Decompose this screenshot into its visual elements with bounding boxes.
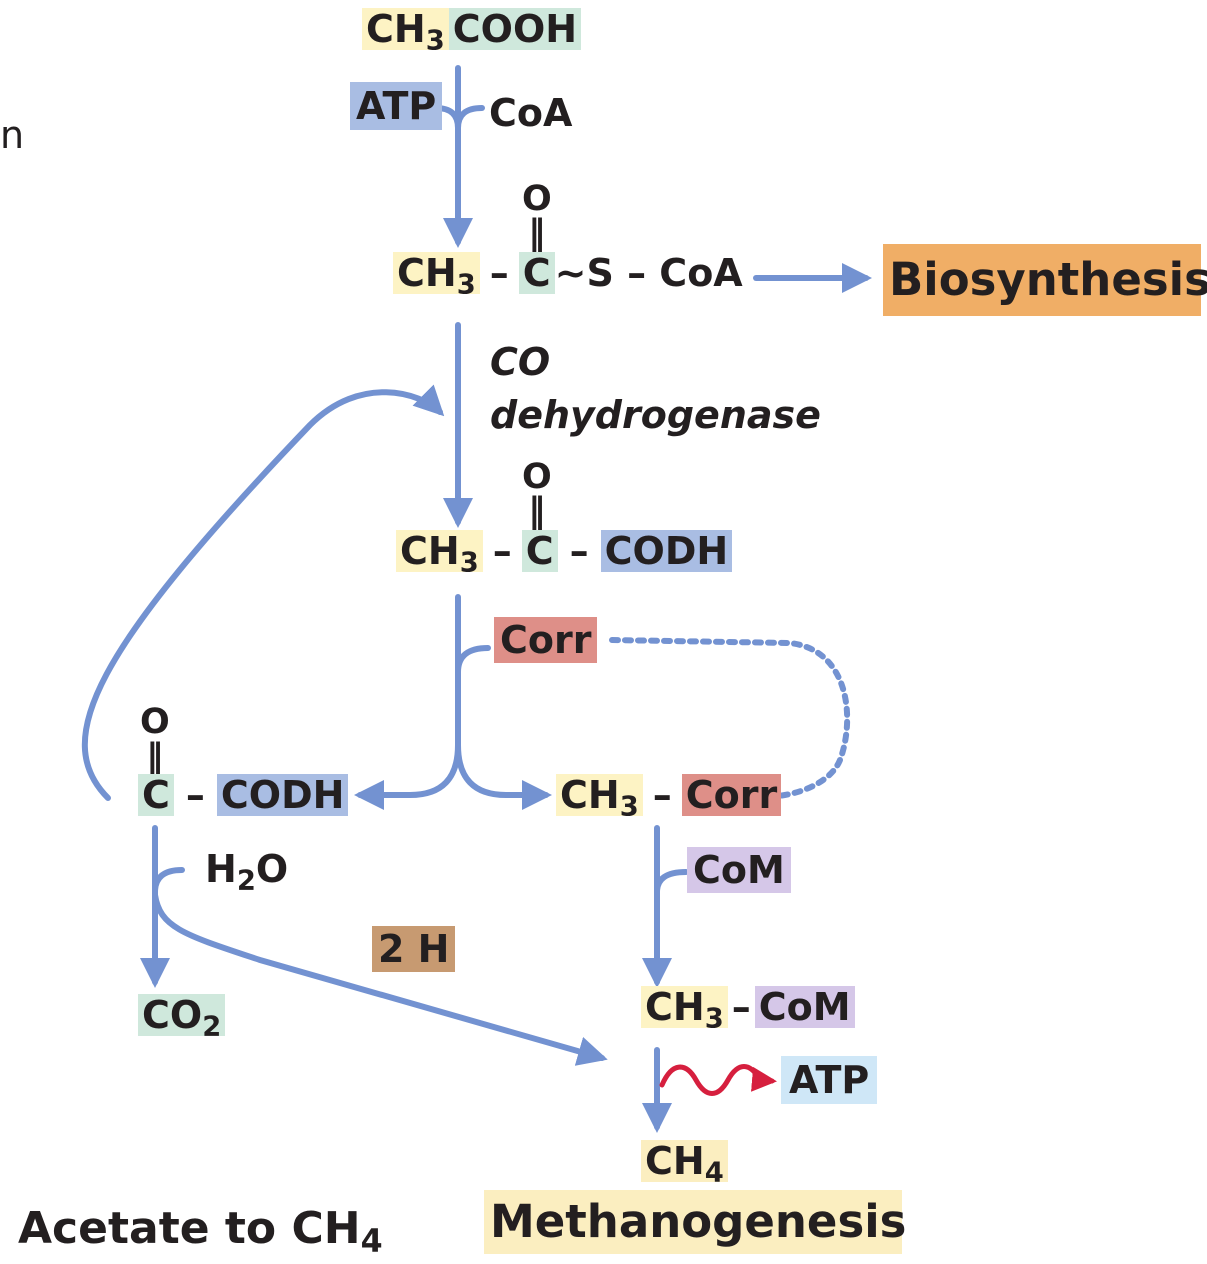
acetyl-coa-oxygen: O bbox=[522, 179, 552, 219]
acetyl-codh-formula: CH3–C–CODH bbox=[396, 530, 733, 577]
methyl-corr-corrinoid: Corr bbox=[681, 774, 782, 816]
acetyl-coa-carbonyl: C bbox=[518, 252, 555, 294]
biosynthesis-label: Biosynthesis bbox=[883, 244, 1207, 316]
water-label: H2O bbox=[205, 847, 289, 897]
methyl-com-coenzyme: CoM bbox=[754, 986, 855, 1028]
acetyl-codh-enzyme: CODH bbox=[600, 530, 733, 572]
methyl-com-formula: CH3–CoM bbox=[641, 986, 855, 1033]
corr-input-label: Corr bbox=[494, 617, 598, 663]
co-codh-formula: C–CODH bbox=[138, 774, 349, 816]
co-codh-carbon: C bbox=[138, 774, 174, 816]
caption: Acetate to CH4 bbox=[18, 1203, 383, 1260]
co2-label: CO2 bbox=[138, 994, 226, 1041]
co-codh-double-bond: ‖ bbox=[146, 737, 164, 777]
enzyme-label-line2: dehydrogenase bbox=[490, 393, 821, 437]
methane-box: CH4 bbox=[641, 1140, 728, 1187]
acetyl-codh-methyl: CH3 bbox=[396, 530, 483, 577]
acetyl-codh-carbonyl: C bbox=[521, 530, 558, 572]
methane-label: CH4 bbox=[641, 1140, 728, 1187]
arrow-recycle-codh bbox=[81, 384, 445, 801]
acetyl-coa-methyl: CH3 bbox=[393, 252, 480, 299]
methyl-com-methyl: CH3 bbox=[641, 986, 728, 1033]
co-codh-enzyme: CODH bbox=[216, 774, 349, 816]
arrow-corr-recycle bbox=[609, 637, 851, 799]
acetyl-codh-double-bond: ‖ bbox=[528, 491, 546, 531]
arrow-water-join bbox=[152, 867, 185, 895]
arrow-corr-join bbox=[455, 645, 491, 675]
methyl-corr-methyl: CH3 bbox=[556, 774, 643, 821]
atp-output-label: ATP bbox=[781, 1056, 878, 1104]
acetate-carboxyl: COOH bbox=[448, 8, 582, 50]
arrow-to-methyl-corr bbox=[455, 742, 552, 810]
arrow-to-co-codh bbox=[354, 742, 461, 810]
methyl-corr-formula: CH3–Corr bbox=[556, 774, 782, 821]
acetyl-coa-formula: CH3–C~S – CoA bbox=[393, 252, 743, 299]
co-codh-oxygen: O bbox=[140, 702, 170, 742]
coa-input-label: CoA bbox=[489, 91, 573, 135]
co2-box: CO2 bbox=[138, 994, 226, 1041]
acetyl-coa-double-bond: ‖ bbox=[528, 213, 546, 253]
arrow-coa-release bbox=[455, 105, 485, 131]
arrow-com-join bbox=[654, 869, 689, 895]
two-h-label: 2 H bbox=[372, 926, 456, 972]
com-input-label: CoM bbox=[687, 847, 791, 893]
acetate-methyl: CH3 bbox=[362, 8, 449, 55]
atp-input-label: ATP bbox=[350, 82, 443, 130]
enzyme-label-line1: CO bbox=[490, 340, 551, 384]
arrow-2h-transfer bbox=[152, 892, 608, 1066]
methanogenesis-label: Methanogenesis bbox=[484, 1190, 906, 1254]
edge-glyph: n bbox=[0, 113, 25, 157]
acetyl-codh-oxygen: O bbox=[522, 457, 552, 497]
arrow-atp-yield bbox=[659, 1064, 777, 1096]
